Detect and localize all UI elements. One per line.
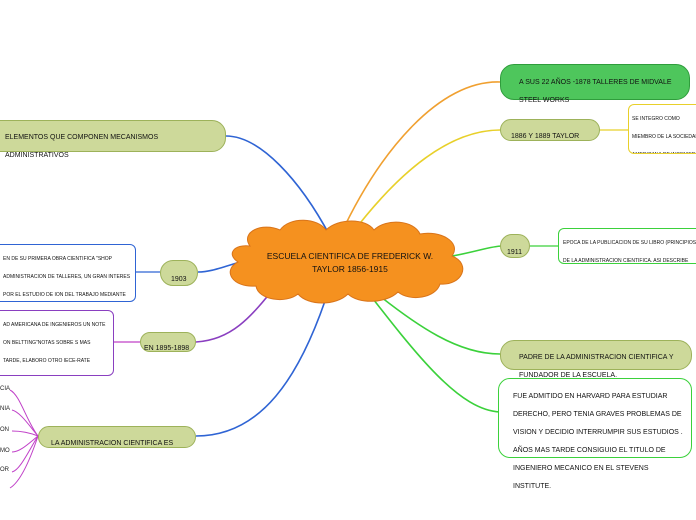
central-topic-label: ESCUELA CIENTIFICA DE FREDERICK W. TAYLO… <box>262 250 438 276</box>
detail-1911-text: EPOCA DE LA PUBLICACION DE SU LIBRO (PRI… <box>563 240 696 264</box>
link-l4 <box>195 285 331 437</box>
leaf-item[interactable]: CIA <box>0 386 11 392</box>
detail-1895-1898: AD AMERICANA DE INGENIEROS UN NOTE ON BE… <box>0 310 114 376</box>
topic-1895-1898[interactable]: EN 1895-1898 <box>140 332 196 352</box>
topic-harvard-text: FUE ADMITIDO EN HARVARD PARA ESTUDIAR DE… <box>513 393 683 490</box>
topic-elementos-label: ELEMENTOS QUE COMPONEN MECANISMOS ADMINI… <box>5 134 159 159</box>
central-topic[interactable] <box>229 219 464 304</box>
topic-1895-1898-label: EN 1895-1898 <box>144 345 190 352</box>
topic-padre-label: PADRE DE LA ADMINISTRACION CIENTIFICA Y … <box>519 354 674 379</box>
topic-1911-label: 1911 <box>507 249 523 256</box>
detail-1911: EPOCA DE LA PUBLICACION DE SU LIBRO (PRI… <box>558 228 696 264</box>
link-l1 <box>225 135 331 237</box>
topic-1911[interactable]: 1911 <box>500 234 530 258</box>
leaf-item[interactable]: MO <box>0 448 10 454</box>
link-r2 <box>349 129 501 237</box>
topic-midvale[interactable]: A SUS 22 AÑOS -1878 TALLERES DE MIDVALE … <box>500 64 690 104</box>
topic-1903-label: 1903 <box>171 276 187 283</box>
detail-1903-text: EN DE SU PRIMERA OBRA CIENTIFICA "SHOP A… <box>3 256 131 298</box>
topic-1886-1889[interactable]: 1886 Y 1889 TAYLOR <box>500 119 600 141</box>
topic-elementos[interactable]: ELEMENTOS QUE COMPONEN MECANISMOS ADMINI… <box>0 120 226 159</box>
topic-1903[interactable]: 1903 <box>160 260 198 286</box>
leaf-item[interactable]: NIA <box>0 406 11 412</box>
topic-midvale-label: A SUS 22 AÑOS -1878 TALLERES DE MIDVALE … <box>519 79 672 104</box>
leaf-item[interactable]: ON <box>0 427 9 433</box>
topic-padre[interactable]: PADRE DE LA ADMINISTRACION CIENTIFICA Y … <box>500 340 692 379</box>
leaf-item[interactable]: OR <box>0 467 9 473</box>
detail-1886-1889: SE INTEGRO COMO MIEMBRO DE LA SOCIEDAD A… <box>628 104 696 154</box>
topic-1886-1889-label: 1886 Y 1889 TAYLOR <box>511 133 580 140</box>
topic-administracion-cientifica-label: LA ADMINISTRACION CIENTIFICA ES <box>51 440 174 447</box>
detail-1895-1898-text: AD AMERICANA DE INGENIEROS UN NOTE ON BE… <box>3 322 106 364</box>
topic-harvard[interactable]: FUE ADMITIDO EN HARVARD PARA ESTUDIAR DE… <box>498 378 692 490</box>
link-r5 <box>359 281 501 413</box>
detail-1886-1889-text: SE INTEGRO COMO MIEMBRO DE LA SOCIEDAD A… <box>632 116 696 153</box>
central-topic-title: ESCUELA CIENTIFICA DE FREDERICK W. TAYLO… <box>266 251 434 274</box>
topic-administracion-cientifica[interactable]: LA ADMINISTRACION CIENTIFICA ES <box>38 426 196 448</box>
detail-1903: EN DE SU PRIMERA OBRA CIENTIFICA "SHOP A… <box>0 244 136 302</box>
link-r1 <box>339 81 501 237</box>
